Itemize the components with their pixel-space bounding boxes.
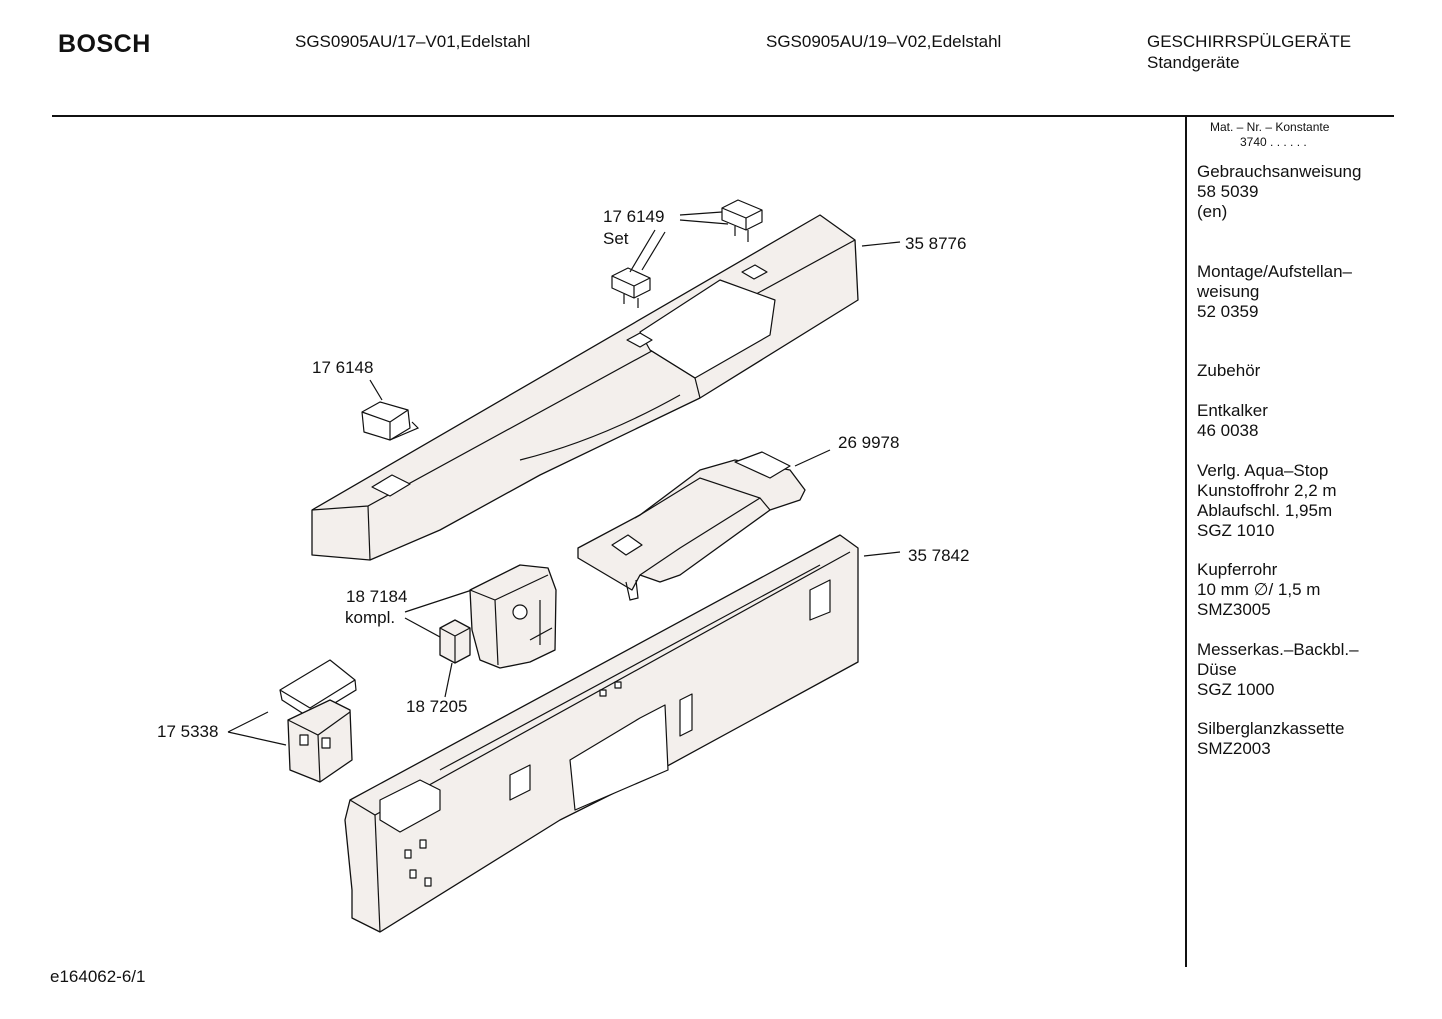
mat-nr-label: Mat. – Nr. – Konstante [1210,120,1330,134]
sidebar-line: Ablaufschl. 1,95m [1197,501,1333,520]
leader-lines [227,211,901,746]
sidebar-line: SMZ2003 [1197,739,1271,758]
sidebar-line: Zubehör [1197,361,1261,380]
category-subtitle: Standgeräte [1147,53,1240,72]
sidebar-line: Kupferrohr [1197,560,1278,579]
mat-nr-value: 3740 . . . . . . [1240,135,1307,149]
main-switch-assembly [469,564,557,669]
control-housing [344,534,859,933]
part-label-175338: 17 5338 [157,722,219,741]
part-label-358776: 35 8776 [905,234,967,253]
part-label-357842: 35 7842 [908,546,970,565]
sidebar-line: 58 5039 [1197,182,1259,201]
sidebar-line: (en) [1197,202,1228,221]
button-set-lower [611,267,651,308]
part-label-187205: 18 7205 [406,697,468,716]
sidebar-line: 46 0038 [1197,421,1259,440]
sidebar-block-manual: Gebrauchsanweisung 58 5039 (en) [1197,162,1361,222]
drawing-id: e164062-6/1 [50,967,146,986]
sidebar-block-aquastop: Verlg. Aqua–Stop Kunstoffrohr 2,2 m Abla… [1197,461,1337,541]
control-panel-fascia [311,214,859,561]
sidebar-line: 10 mm ∅/ 1,5 m [1197,580,1321,599]
sidebar-block-descaler: Entkalker 46 0038 [1197,401,1268,441]
door-switch [279,659,357,783]
sidebar-block-silver-cassette: Silberglanzkassette SMZ2003 [1197,719,1344,759]
model-number-2: SGS0905AU/19–V02,Edelstahl [766,32,1002,51]
sidebar-line: Montage/Aufstellan– [1197,262,1352,281]
sidebar-line: Entkalker [1197,401,1268,420]
sidebar-block-copper-pipe: Kupferrohr 10 mm ∅/ 1,5 m SMZ3005 [1197,560,1320,620]
part-label-176149-set: Set [603,229,629,248]
sidebar-divider [1185,117,1187,967]
sidebar-line: SGZ 1010 [1197,521,1275,540]
sidebar-line: weisung [1197,282,1260,301]
sidebar-line: 52 0359 [1197,302,1259,321]
sidebar-line: Gebrauchsanweisung [1197,162,1362,181]
sidebar-line: Verlg. Aqua–Stop [1197,461,1329,480]
part-label-176149: 17 6149 [603,207,665,226]
button-set-upper [721,199,763,242]
micro-switch [439,619,471,664]
brand-logo: BOSCH [58,30,151,58]
sidebar-block-installation: Montage/Aufstellan– weisung 52 0359 [1197,262,1352,322]
part-label-176148: 17 6148 [312,358,374,377]
model-number-1: SGS0905AU/17–V01,Edelstahl [295,32,531,51]
sidebar-block-accessories: Zubehör [1197,361,1260,381]
sidebar-line: Kunstoffrohr 2,2 m [1197,481,1337,500]
part-label-187184: 18 7184 [346,587,408,606]
sidebar-line: Düse [1197,660,1237,679]
sidebar-line: SGZ 1000 [1197,680,1275,699]
part-label-187184-kompl: kompl. [345,608,396,627]
sidebar-line: Messerkas.–Backbl.– [1197,640,1359,659]
program-button [361,401,420,441]
category-title: GESCHIRRSPÜLGERÄTE [1147,32,1352,51]
header-rule [52,115,1394,117]
sidebar-line: Silberglanzkassette [1197,719,1345,738]
sidebar-block-nozzle: Messerkas.–Backbl.– Düse SGZ 1000 [1197,640,1359,700]
sidebar-line: SMZ3005 [1197,600,1271,619]
part-label-269978: 26 9978 [838,433,900,452]
electronic-module [577,451,806,601]
